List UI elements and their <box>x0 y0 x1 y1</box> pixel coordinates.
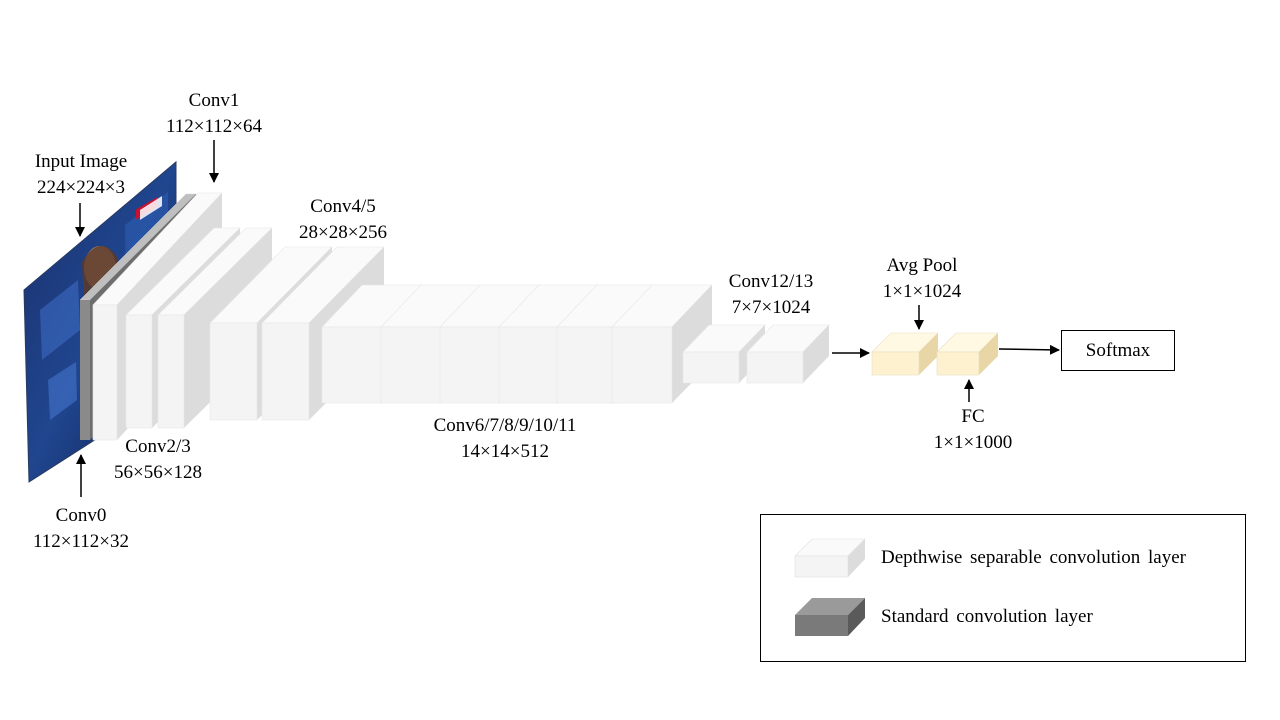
conv1-name: Conv1 <box>188 90 240 111</box>
conv2-3-label: Conv2/3 56×56×128 <box>98 434 218 486</box>
conv12-13-label: Conv12/13 7×7×1024 <box>715 269 827 321</box>
conv6-11-dims: 14×14×512 <box>461 441 549 462</box>
conv0-dims: 112×112×32 <box>32 531 130 552</box>
legend <box>760 514 1246 662</box>
fc-dims: 1×1×1000 <box>933 432 1013 453</box>
softmax-label: Softmax <box>1085 339 1151 361</box>
conv4-5-label: Conv4/5 28×28×256 <box>283 194 403 246</box>
conv12-13-name: Conv12/13 <box>728 271 814 292</box>
input-image-name: Input Image <box>34 151 128 172</box>
avg-pool-layer <box>871 332 939 376</box>
conv0-label: Conv0 112×112×32 <box>16 503 146 555</box>
conv2-3-name: Conv2/3 <box>125 436 191 457</box>
conv2-3-dims: 56×56×128 <box>114 462 202 483</box>
avg-pool-label: Avg Pool 1×1×1024 <box>866 253 978 305</box>
input-image-label: Input Image 224×224×3 <box>22 149 140 201</box>
fc-label: FC 1×1×1000 <box>918 404 1028 456</box>
input-image-dims: 224×224×3 <box>37 177 125 198</box>
legend-depthwise-icon <box>794 538 866 578</box>
conv4-5-dims: 28×28×256 <box>299 222 387 243</box>
fc-name: FC <box>961 406 985 427</box>
conv4-5-name: Conv4/5 <box>310 196 376 217</box>
conv12-layer <box>682 324 766 384</box>
avg-pool-name: Avg Pool <box>886 255 958 276</box>
conv6-11-label: Conv6/7/8/9/10/11 14×14×512 <box>415 413 595 465</box>
arrow-to-softmax <box>998 344 1060 355</box>
fc-layer <box>936 332 999 376</box>
legend-depthwise-label: Depthwise separable convolution layer <box>881 547 1186 568</box>
conv1-label: Conv1 112×112×64 <box>150 88 278 140</box>
conv0-name: Conv0 <box>55 505 107 526</box>
avg-pool-dims: 1×1×1024 <box>882 281 962 302</box>
softmax-box: Softmax <box>1061 330 1175 371</box>
conv13-layer <box>746 324 830 384</box>
conv1-dims: 112×112×64 <box>165 116 263 137</box>
conv12-13-dims: 7×7×1024 <box>731 297 811 318</box>
legend-standard-icon <box>795 598 865 636</box>
legend-standard-label: Standard convolution layer <box>881 606 1093 627</box>
conv6-11-name: Conv6/7/8/9/10/11 <box>433 415 577 436</box>
